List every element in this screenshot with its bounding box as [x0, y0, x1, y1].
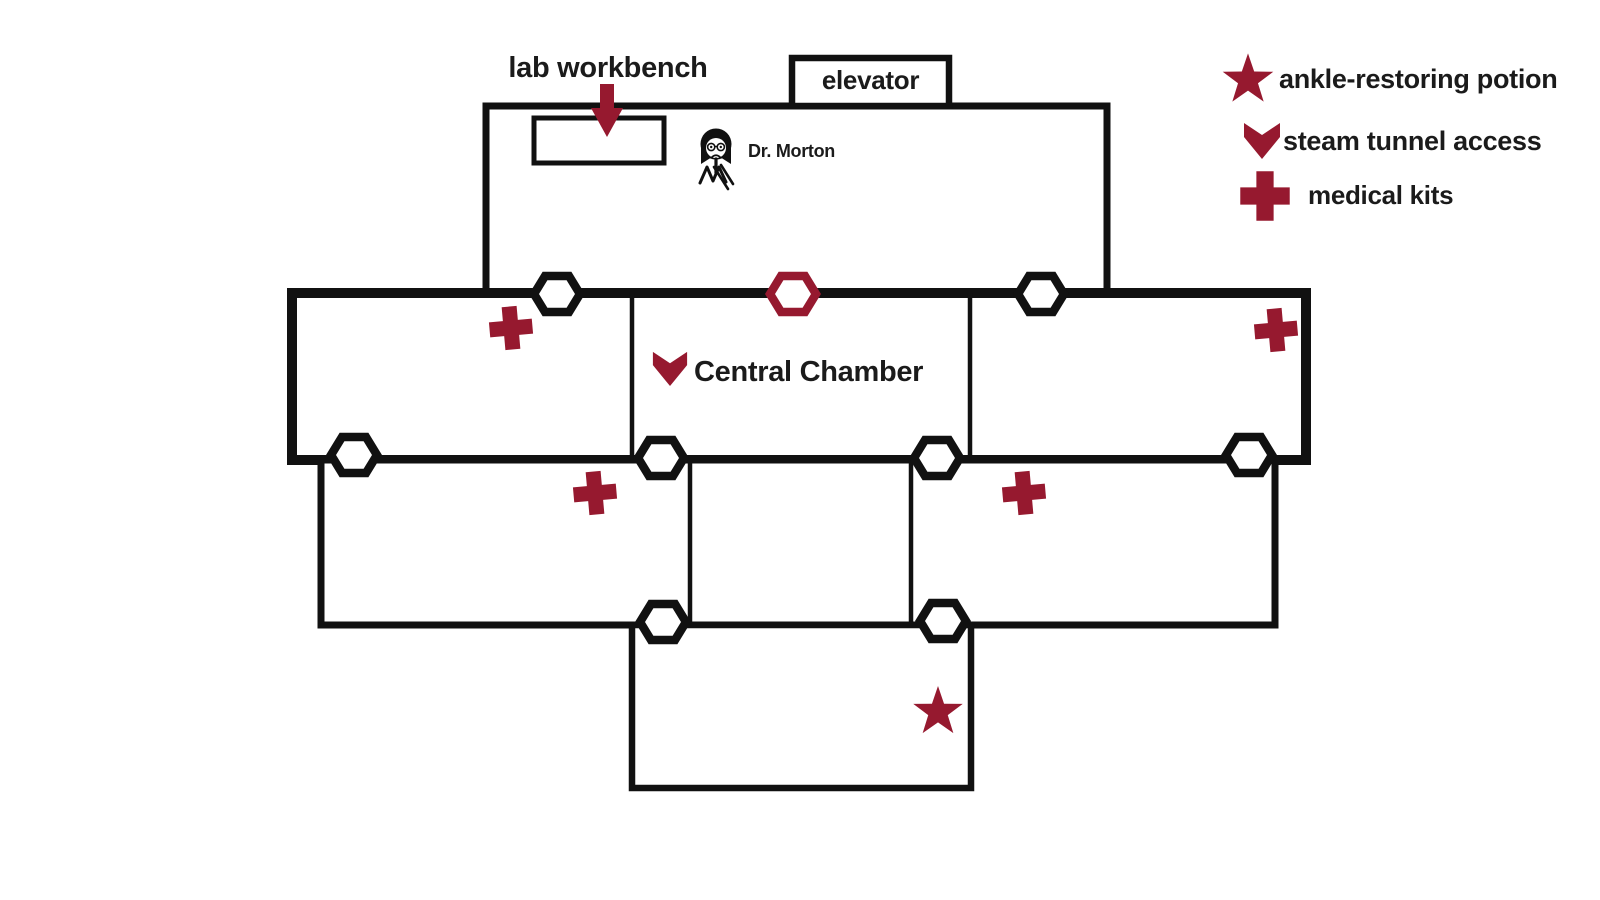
legend-label: steam tunnel access	[1283, 125, 1542, 156]
dr-morton-figure-icon	[698, 128, 735, 191]
workbench-pointer-arrow-icon	[591, 84, 623, 137]
red-door-icon	[770, 276, 816, 312]
cross-icon	[1240, 171, 1290, 221]
door-icon	[1018, 276, 1064, 312]
door-icon	[534, 276, 580, 312]
door-icon	[914, 440, 960, 476]
legend-item-potion: ankle-restoring potion	[1217, 48, 1558, 110]
door-icon	[638, 440, 684, 476]
star-icon	[1222, 53, 1274, 102]
elevator-label: elevator	[821, 65, 920, 95]
room-bottom	[628, 621, 975, 792]
legend-item-medical-kits: medical kits	[1236, 166, 1454, 224]
legend-label: ankle-restoring potion	[1279, 63, 1558, 94]
door-icon	[1226, 437, 1272, 473]
dr-morton-label: Dr. Morton	[748, 141, 835, 161]
legend-label: medical kits	[1308, 179, 1454, 210]
door-icon	[640, 604, 686, 640]
legend-item-steam-tunnel: steam tunnel access	[1241, 120, 1542, 162]
lab-workbench-label: lab workbench	[508, 52, 708, 84]
door-icon	[331, 437, 377, 473]
chevron-down-icon	[1244, 123, 1280, 159]
middle-band	[287, 288, 1311, 465]
south-band	[317, 456, 1279, 629]
door-icon	[920, 603, 966, 639]
lab-workbench-box	[531, 115, 667, 166]
elevator-box	[788, 54, 953, 110]
central-chamber-label: Central Chamber	[694, 356, 924, 388]
